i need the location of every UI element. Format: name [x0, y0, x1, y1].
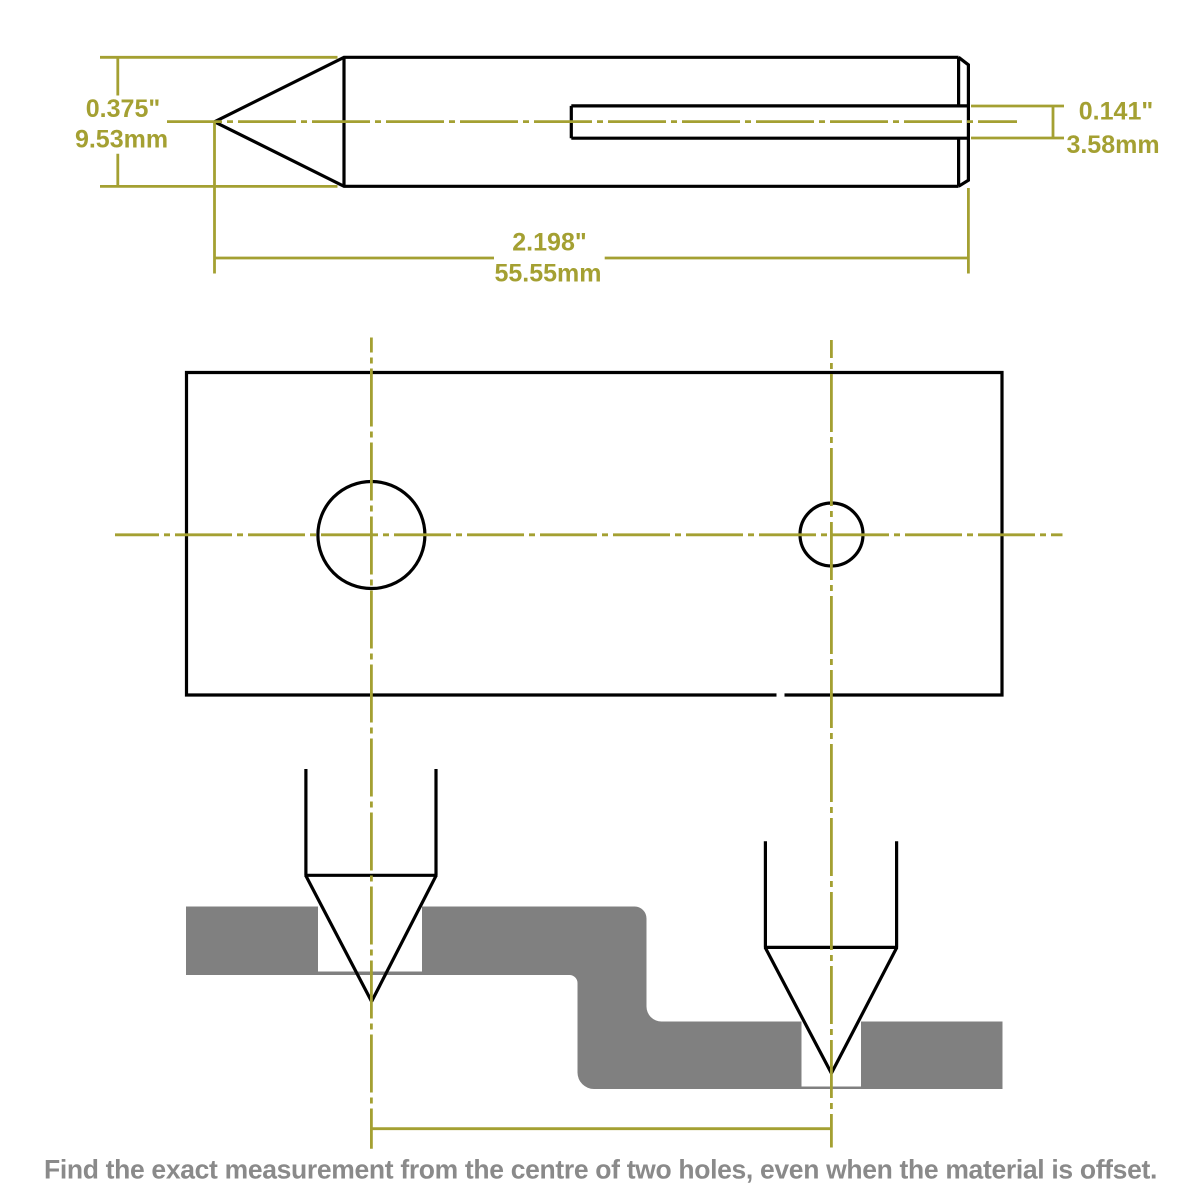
svg-text:0.141": 0.141": [1079, 98, 1153, 126]
svg-text:9.53mm: 9.53mm: [75, 126, 168, 154]
svg-text:3.58mm: 3.58mm: [1066, 131, 1159, 159]
svg-text:2.198": 2.198": [512, 229, 586, 257]
svg-text:Find the exact measurement fro: Find the exact measurement from the cent…: [44, 1155, 1157, 1185]
svg-text:0.375": 0.375": [86, 95, 160, 123]
svg-text:55.55mm: 55.55mm: [494, 260, 601, 288]
